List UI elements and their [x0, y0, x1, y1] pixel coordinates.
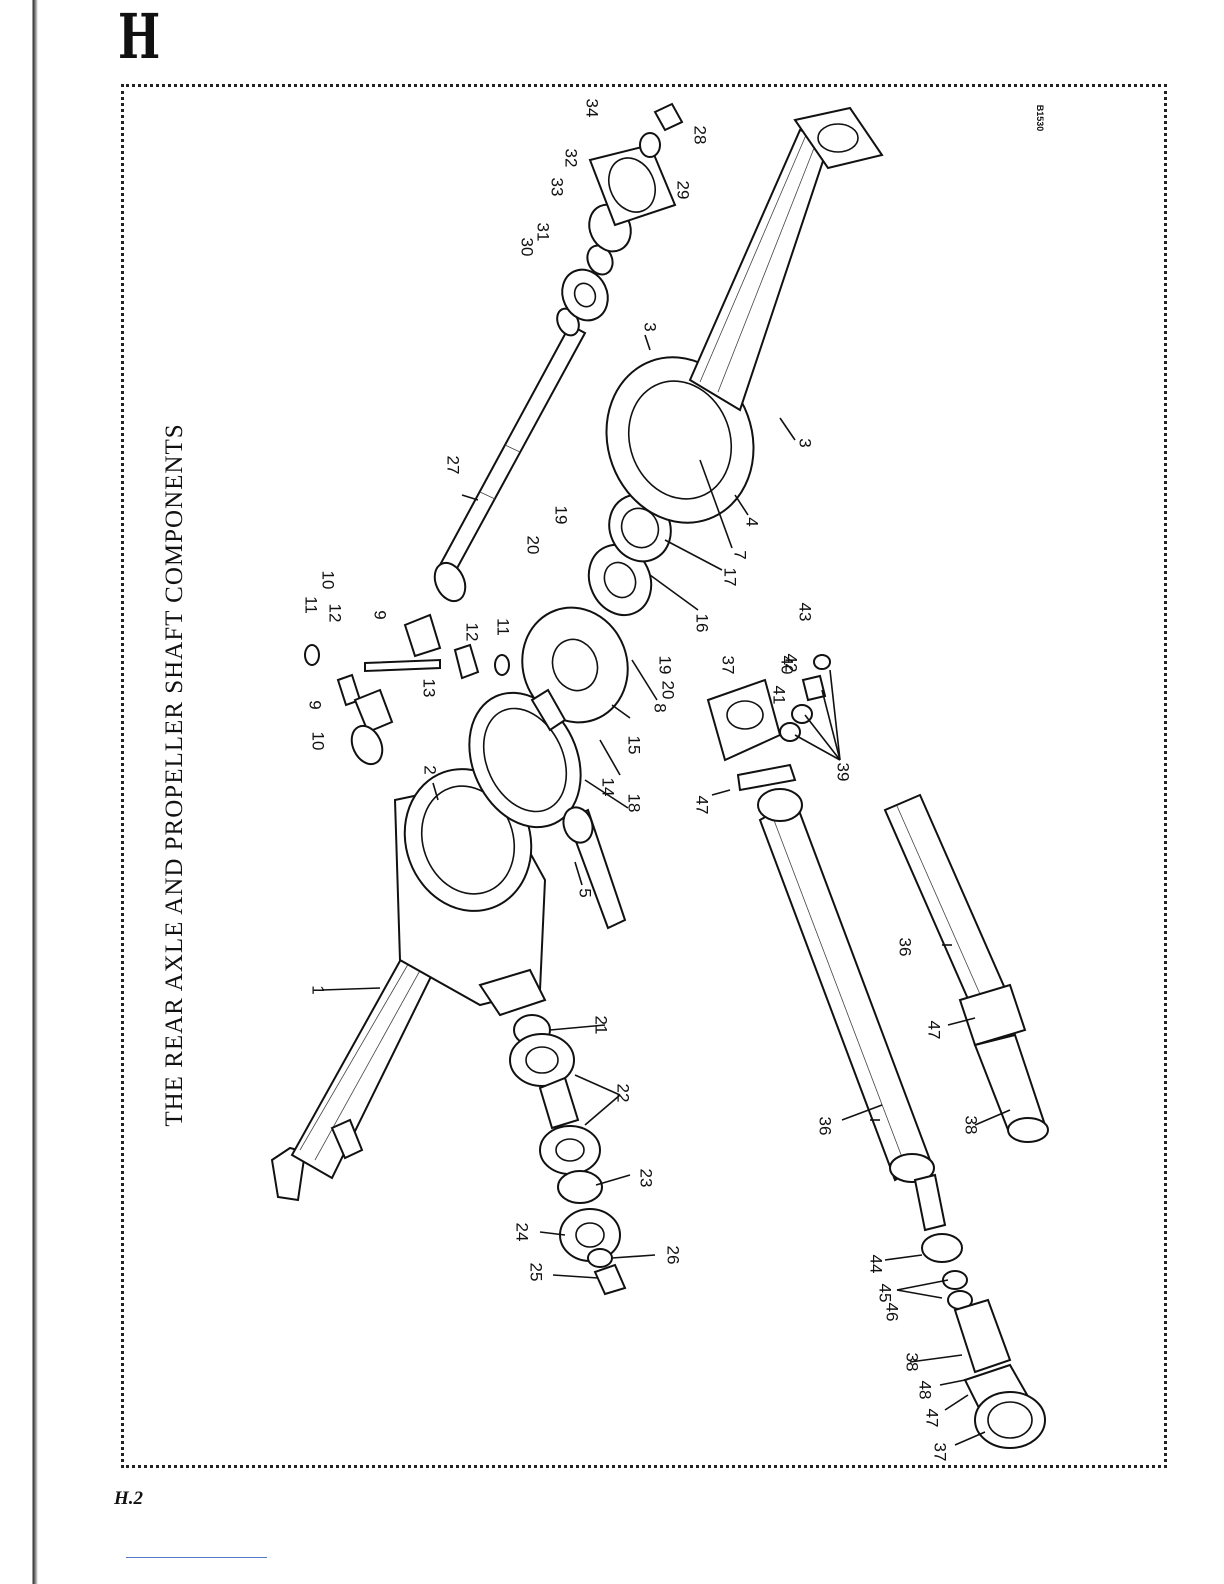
callout-27: 27 [444, 456, 463, 475]
callout-21: 21 [592, 1016, 611, 1035]
callout-43: 43 [796, 603, 815, 622]
half-shaft [440, 325, 585, 572]
callout-42: 42 [782, 654, 801, 673]
propeller-shaft-rear [885, 795, 1048, 1142]
callout-25: 25 [527, 1263, 546, 1282]
callout-38: 38 [962, 1116, 981, 1135]
callout-48: 48 [916, 1381, 935, 1400]
callout-labels: 1233457899101011111212131415161718191920… [302, 99, 981, 1462]
callout-36: 36 [816, 1117, 835, 1136]
callout-10: 10 [319, 571, 338, 590]
callout-17: 17 [721, 568, 740, 587]
callout-28: 28 [691, 126, 710, 145]
footer-rule [126, 1557, 267, 1558]
pinion [559, 803, 625, 928]
callout-10: 10 [309, 732, 328, 751]
callout-9: 9 [306, 700, 325, 709]
callout-23: 23 [637, 1169, 656, 1188]
callout-15: 15 [625, 736, 644, 755]
callout-47: 47 [693, 796, 712, 815]
callout-11: 11 [302, 596, 321, 614]
callout-14: 14 [599, 778, 618, 797]
callout-38: 38 [903, 1353, 922, 1372]
callout-31: 31 [534, 223, 553, 242]
callout-19: 19 [656, 656, 675, 675]
callout-47: 47 [925, 1021, 944, 1040]
callout-24: 24 [513, 1223, 532, 1242]
callout-8: 8 [651, 703, 670, 712]
callout-4: 4 [743, 517, 762, 526]
page-number: H.2 [114, 1488, 143, 1510]
callout-22: 22 [614, 1084, 633, 1103]
callout-3: 3 [796, 438, 815, 447]
hub-bearing-assembly [553, 104, 682, 339]
callout-46: 46 [883, 1303, 902, 1322]
callout-41: 41 [770, 686, 789, 705]
pinion-bearing-stack [510, 1015, 625, 1294]
callout-45: 45 [876, 1284, 895, 1303]
callout-39: 39 [834, 763, 853, 782]
callout-7: 7 [731, 550, 750, 559]
callout-44: 44 [867, 1255, 886, 1274]
callout-37: 37 [931, 1443, 950, 1462]
callout-33: 33 [548, 178, 567, 197]
callout-19: 19 [552, 506, 571, 525]
callout-3: 3 [641, 322, 660, 331]
callout-12: 12 [463, 623, 482, 642]
callout-32: 32 [562, 149, 581, 168]
callout-37: 37 [719, 656, 738, 675]
callout-26: 26 [664, 1246, 683, 1265]
callout-9: 9 [371, 610, 390, 619]
callout-2: 2 [421, 765, 440, 774]
callout-34: 34 [583, 99, 602, 118]
callout-16: 16 [693, 614, 712, 633]
callout-29: 29 [674, 181, 693, 200]
callout-11: 11 [494, 618, 513, 636]
callout-47: 47 [923, 1409, 942, 1428]
callout-36: 36 [896, 938, 915, 957]
callout-13: 13 [420, 679, 439, 698]
callout-20: 20 [659, 681, 678, 700]
callout-5: 5 [576, 888, 595, 897]
callout-12: 12 [326, 604, 345, 623]
callout-1: 1 [309, 985, 328, 994]
callout-18: 18 [625, 794, 644, 813]
callout-20: 20 [524, 536, 543, 555]
